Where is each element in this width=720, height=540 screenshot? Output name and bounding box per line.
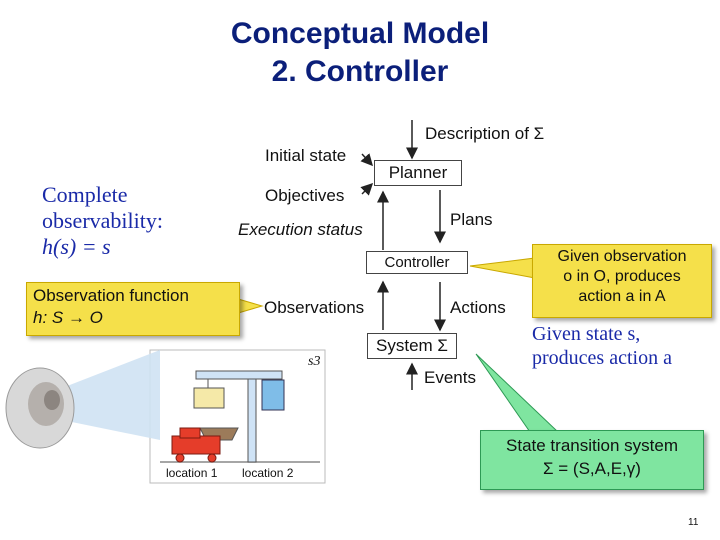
observations-label: Observations	[264, 298, 365, 317]
title-line-2: 2. Controller	[271, 55, 449, 88]
left-text-line-1: Complete	[42, 182, 128, 207]
events-label: Events	[424, 368, 476, 387]
initial-state-label: Initial state	[265, 146, 347, 165]
title-line-1: Conceptual Model	[230, 17, 490, 50]
complete-observability-text: Complete observability: h(s) = s	[42, 182, 163, 260]
observation-function-line-1: Observation function	[33, 286, 189, 305]
planner-box: Planner	[374, 160, 462, 186]
system-box: System Σ	[367, 333, 457, 359]
observation-function-line-2: h: S → O	[33, 308, 103, 327]
state-transition-line-2: Σ = (S,A,E,γ)	[543, 459, 641, 478]
given-observation-line-2: o in O, produces	[563, 268, 681, 285]
page-number: 11	[688, 517, 699, 528]
state-transition-line-1: State transition system	[506, 436, 678, 455]
state-s3-label: s3	[308, 354, 321, 369]
given-state-text: Given state s, produces action a	[532, 322, 672, 370]
given-observation-callout: Given observation o in O, produces actio…	[532, 244, 712, 318]
given-observation-line-3: action a in A	[578, 288, 666, 305]
description-label: Description of Σ	[425, 124, 545, 143]
left-text-line-3: h(s) = s	[42, 234, 111, 259]
observation-function-callout: Observation function h: S → O	[26, 282, 240, 336]
location-1-label: location 1	[166, 466, 218, 480]
objectives-label: Objectives	[265, 186, 345, 205]
execution-status-label: Execution status	[238, 220, 363, 239]
controller-box: Controller	[366, 251, 468, 274]
plans-label: Plans	[450, 210, 493, 229]
given-observation-line-1: Given observation	[557, 248, 687, 265]
location-2-label: location 2	[242, 466, 294, 480]
given-state-line-1: Given state s,	[532, 323, 641, 345]
given-state-line-2: produces action a	[532, 347, 672, 369]
left-text-line-2: observability:	[42, 208, 163, 233]
state-transition-callout: State transition system Σ = (S,A,E,γ)	[480, 430, 704, 490]
actions-label: Actions	[450, 298, 506, 317]
